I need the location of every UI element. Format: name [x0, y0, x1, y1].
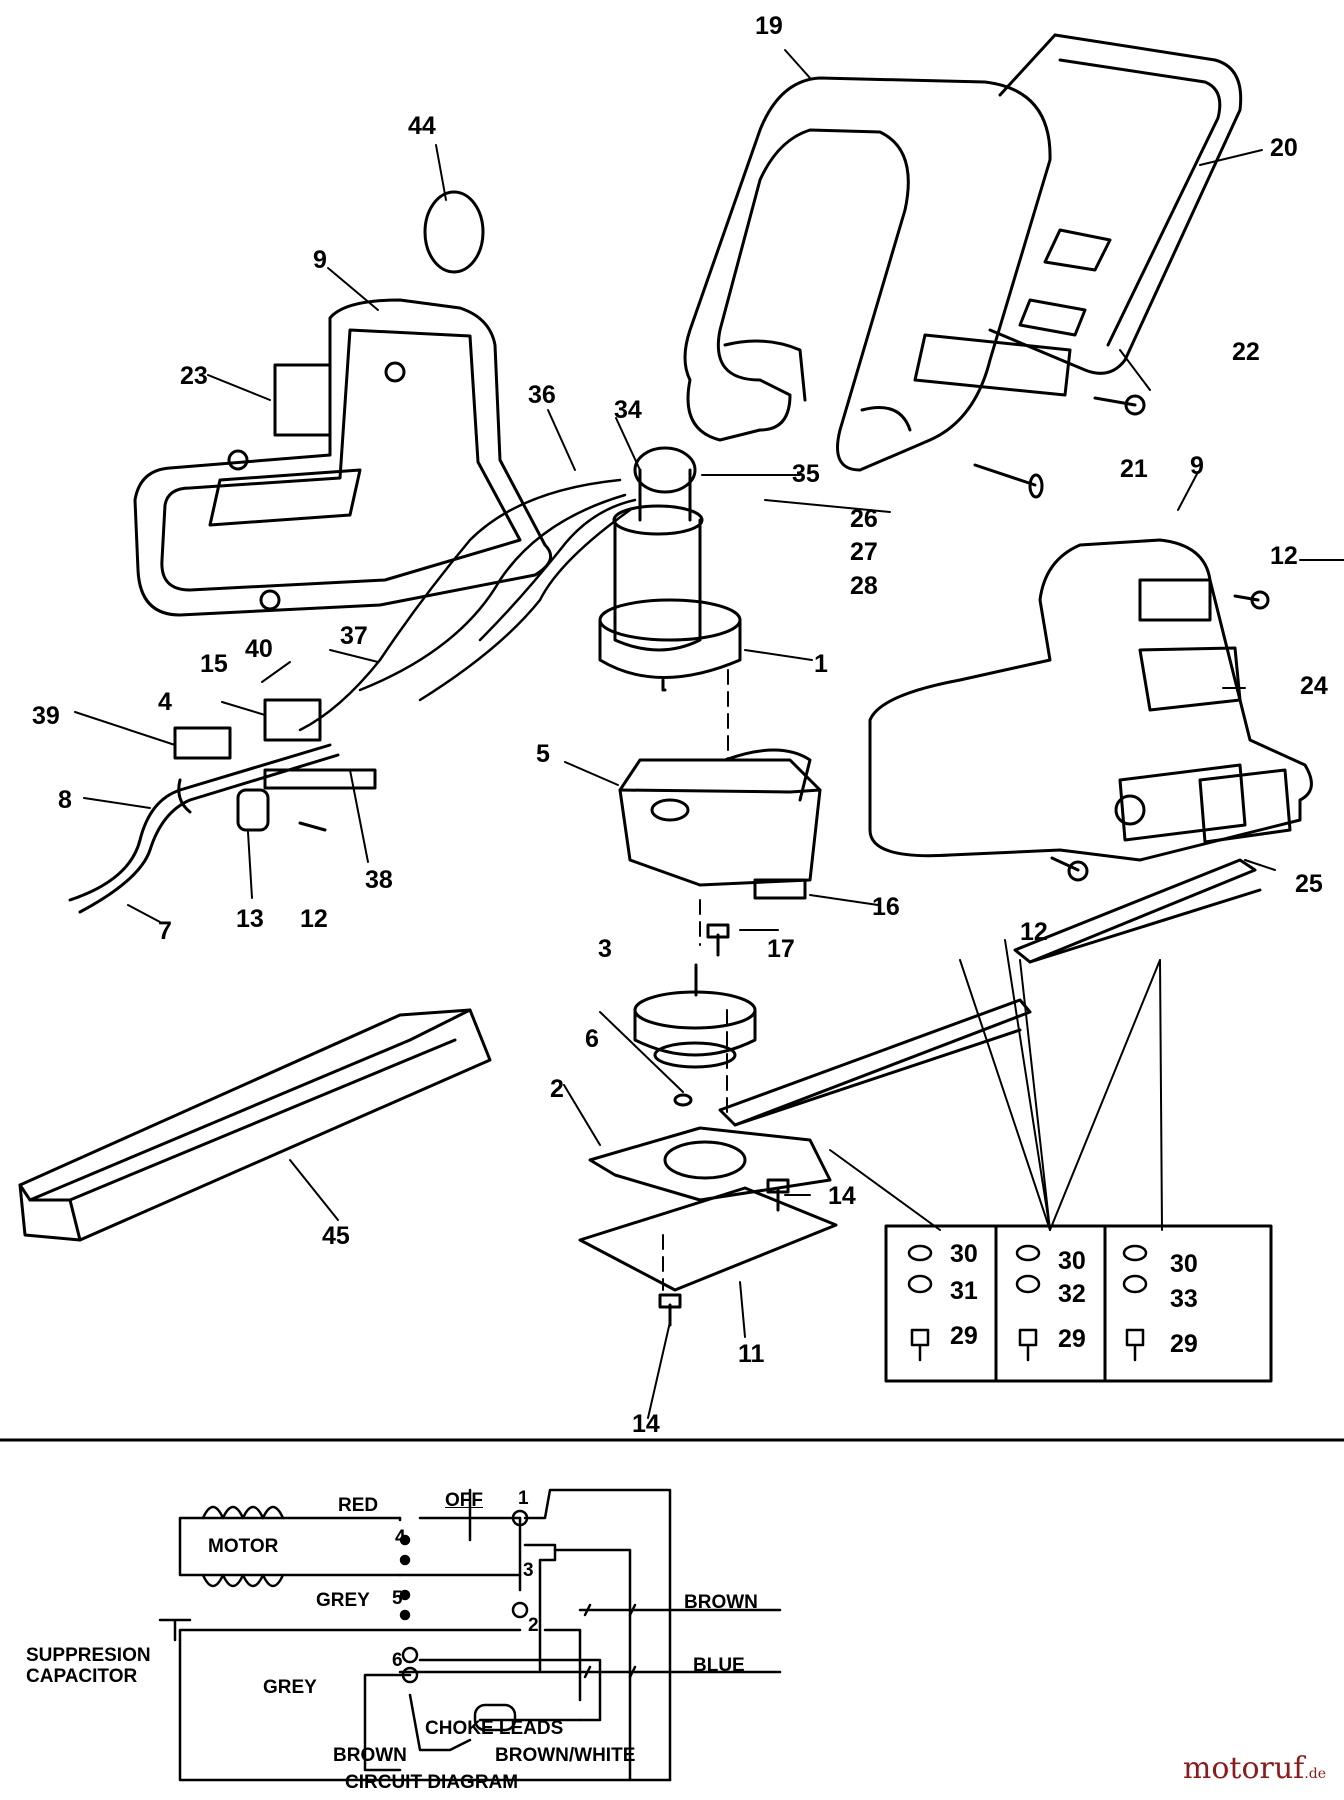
callout-34: 34	[614, 396, 642, 424]
hardware-kit-table	[884, 1224, 1273, 1383]
disc-part	[423, 190, 485, 274]
cutter-blades	[718, 858, 1262, 1127]
callout-8: 8	[58, 786, 72, 814]
motor-assembly	[598, 446, 742, 692]
callout-19: 19	[755, 12, 783, 40]
callout-12-mid: 12	[300, 905, 328, 933]
callout-20: 20	[1270, 134, 1298, 162]
circuit-terminal-2: 2	[528, 1615, 539, 1636]
callout-14-bottom: 14	[632, 1410, 660, 1438]
callout-35: 35	[792, 460, 820, 488]
callout-28: 28	[850, 572, 878, 600]
circuit-label-choke: CHOKE LEADS	[425, 1718, 564, 1739]
circuit-label-grey-top: GREY	[316, 1590, 370, 1611]
circuit-terminal-1: 1	[518, 1488, 529, 1509]
callout-12-top: 12	[1270, 542, 1298, 570]
kit-callout-30-b: 30	[1058, 1247, 1086, 1275]
wiring-harness	[298, 478, 637, 732]
callout-13: 13	[236, 905, 264, 933]
handle-guard-frame	[913, 33, 1243, 397]
callout-40: 40	[245, 635, 273, 663]
kit-callout-30-c: 30	[1170, 1250, 1198, 1278]
circuit-label-brown-bottom: BROWN	[333, 1745, 407, 1766]
callout-11: 11	[738, 1340, 765, 1368]
callout-7: 7	[158, 917, 172, 945]
circuit-terminal-6: 6	[392, 1650, 403, 1671]
callout-26: 26	[850, 505, 878, 533]
screws	[658, 394, 1270, 1327]
callout-38: 38	[365, 866, 393, 894]
callout-22: 22	[1232, 338, 1260, 366]
callout-39: 39	[32, 702, 60, 730]
kit-callout-29-b: 29	[1058, 1325, 1086, 1353]
callout-9-right: 9	[1190, 452, 1204, 480]
callout-25: 25	[1295, 870, 1323, 898]
kit-callout-32: 32	[1058, 1280, 1086, 1308]
circuit-label-suppression-1: SUPPRESION	[26, 1645, 151, 1666]
circuit-terminal-3: 3	[523, 1560, 534, 1581]
circuit-diagram	[158, 1488, 782, 1782]
kit-callout-31: 31	[950, 1277, 978, 1305]
drive-gear	[633, 963, 757, 1107]
circuit-label-grey-bottom: GREY	[263, 1677, 317, 1698]
circuit-label-off: OFF	[445, 1490, 483, 1511]
callout-9-left: 9	[313, 246, 327, 274]
watermark-logo: motoruf.de	[1182, 1751, 1326, 1786]
circuit-diagram-caption: CIRCUIT DIAGRAM	[345, 1772, 519, 1793]
callout-17: 17	[767, 935, 795, 963]
kit-callout-29-c: 29	[1170, 1330, 1198, 1358]
circuit-terminal-4: 4	[395, 1527, 406, 1548]
kit-hardware-icons	[907, 1244, 1148, 1362]
callout-12-bottom: 12	[1020, 918, 1048, 946]
circuit-label-brown-white: BROWN/WHITE	[495, 1745, 636, 1766]
callout-44: 44	[408, 112, 436, 140]
callout-37: 37	[340, 622, 368, 650]
callout-6: 6	[585, 1025, 599, 1053]
circuit-label-brown: BROWN	[684, 1592, 758, 1613]
callout-36: 36	[528, 381, 556, 409]
callout-5: 5	[536, 740, 550, 768]
kit-callout-30-a: 30	[950, 1240, 978, 1268]
front-handle	[683, 76, 1052, 472]
callout-21: 21	[1120, 455, 1148, 483]
callout-16: 16	[872, 893, 900, 921]
blade-scabbard	[18, 1008, 492, 1242]
callout-23: 23	[180, 362, 208, 390]
callout-45: 45	[322, 1222, 350, 1250]
circuit-label-blue: BLUE	[693, 1655, 745, 1676]
right-housing-half	[868, 538, 1313, 862]
base-plates	[578, 1126, 838, 1292]
circuit-label-red: RED	[338, 1495, 379, 1516]
callout-2: 2	[550, 1075, 564, 1103]
switch-and-cord	[68, 698, 377, 914]
callout-15: 15	[200, 650, 228, 678]
gear-case	[618, 748, 822, 900]
callout-1: 1	[814, 650, 828, 678]
kit-callout-33: 33	[1170, 1285, 1198, 1313]
circuit-terminal-5: 5	[392, 1588, 403, 1609]
left-housing-half	[133, 298, 553, 617]
callout-14-right: 14	[828, 1182, 856, 1210]
callout-3: 3	[598, 935, 612, 963]
circuit-terminals	[399, 1509, 529, 1684]
callout-24: 24	[1300, 672, 1328, 700]
callout-27: 27	[850, 538, 878, 566]
callout-4: 4	[158, 688, 172, 716]
circuit-label-suppression-2: CAPACITOR	[26, 1666, 138, 1687]
leader-lines	[74, 49, 1344, 1419]
kit-callout-29-a: 29	[950, 1322, 978, 1350]
circuit-label-motor: MOTOR	[208, 1536, 279, 1557]
